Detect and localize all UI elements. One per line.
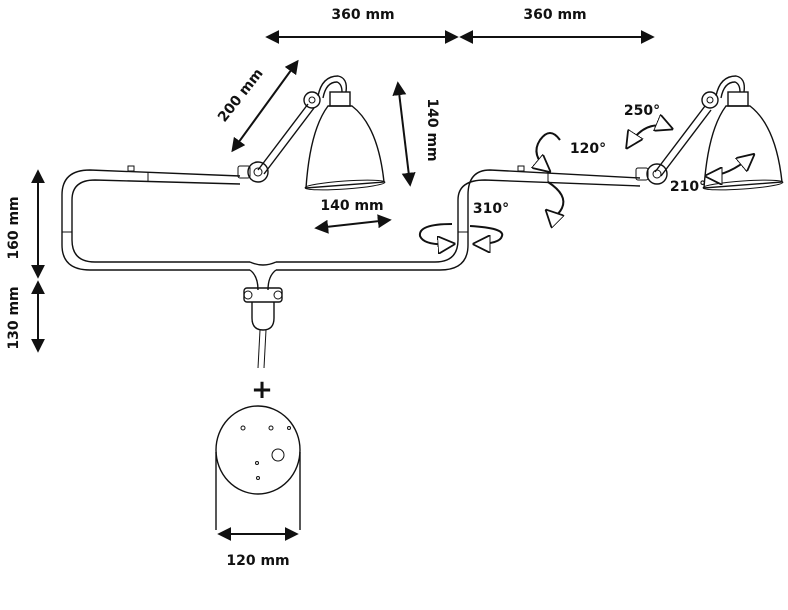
label-rotation-shade-tilt: 250° [624, 103, 660, 119]
label-lower-height: 130 mm [6, 286, 22, 349]
right-lamp-head [635, 75, 784, 191]
rotation-arrows [418, 125, 752, 244]
label-rotation-shade-swivel: 210° [670, 179, 706, 195]
plus-sign: + [251, 375, 273, 405]
wall-clamp [243, 287, 283, 369]
dimension-lines [31, 30, 655, 541]
label-arm-length-1: 360 mm [331, 7, 394, 23]
label-rotation-pivot: 310° [473, 201, 509, 217]
base-plate [215, 405, 301, 530]
label-base-diameter: 120 mm [226, 553, 289, 569]
label-upper-height: 160 mm [6, 196, 22, 259]
label-arm-length-2: 360 mm [523, 7, 586, 23]
label-swing-arm: 200 mm [215, 66, 267, 126]
label-shade-height: 140 mm [424, 98, 440, 161]
label-shade-diameter: 140 mm [320, 198, 383, 214]
label-rotation-arm: 120° [570, 141, 606, 157]
left-lamp-head [237, 75, 386, 191]
